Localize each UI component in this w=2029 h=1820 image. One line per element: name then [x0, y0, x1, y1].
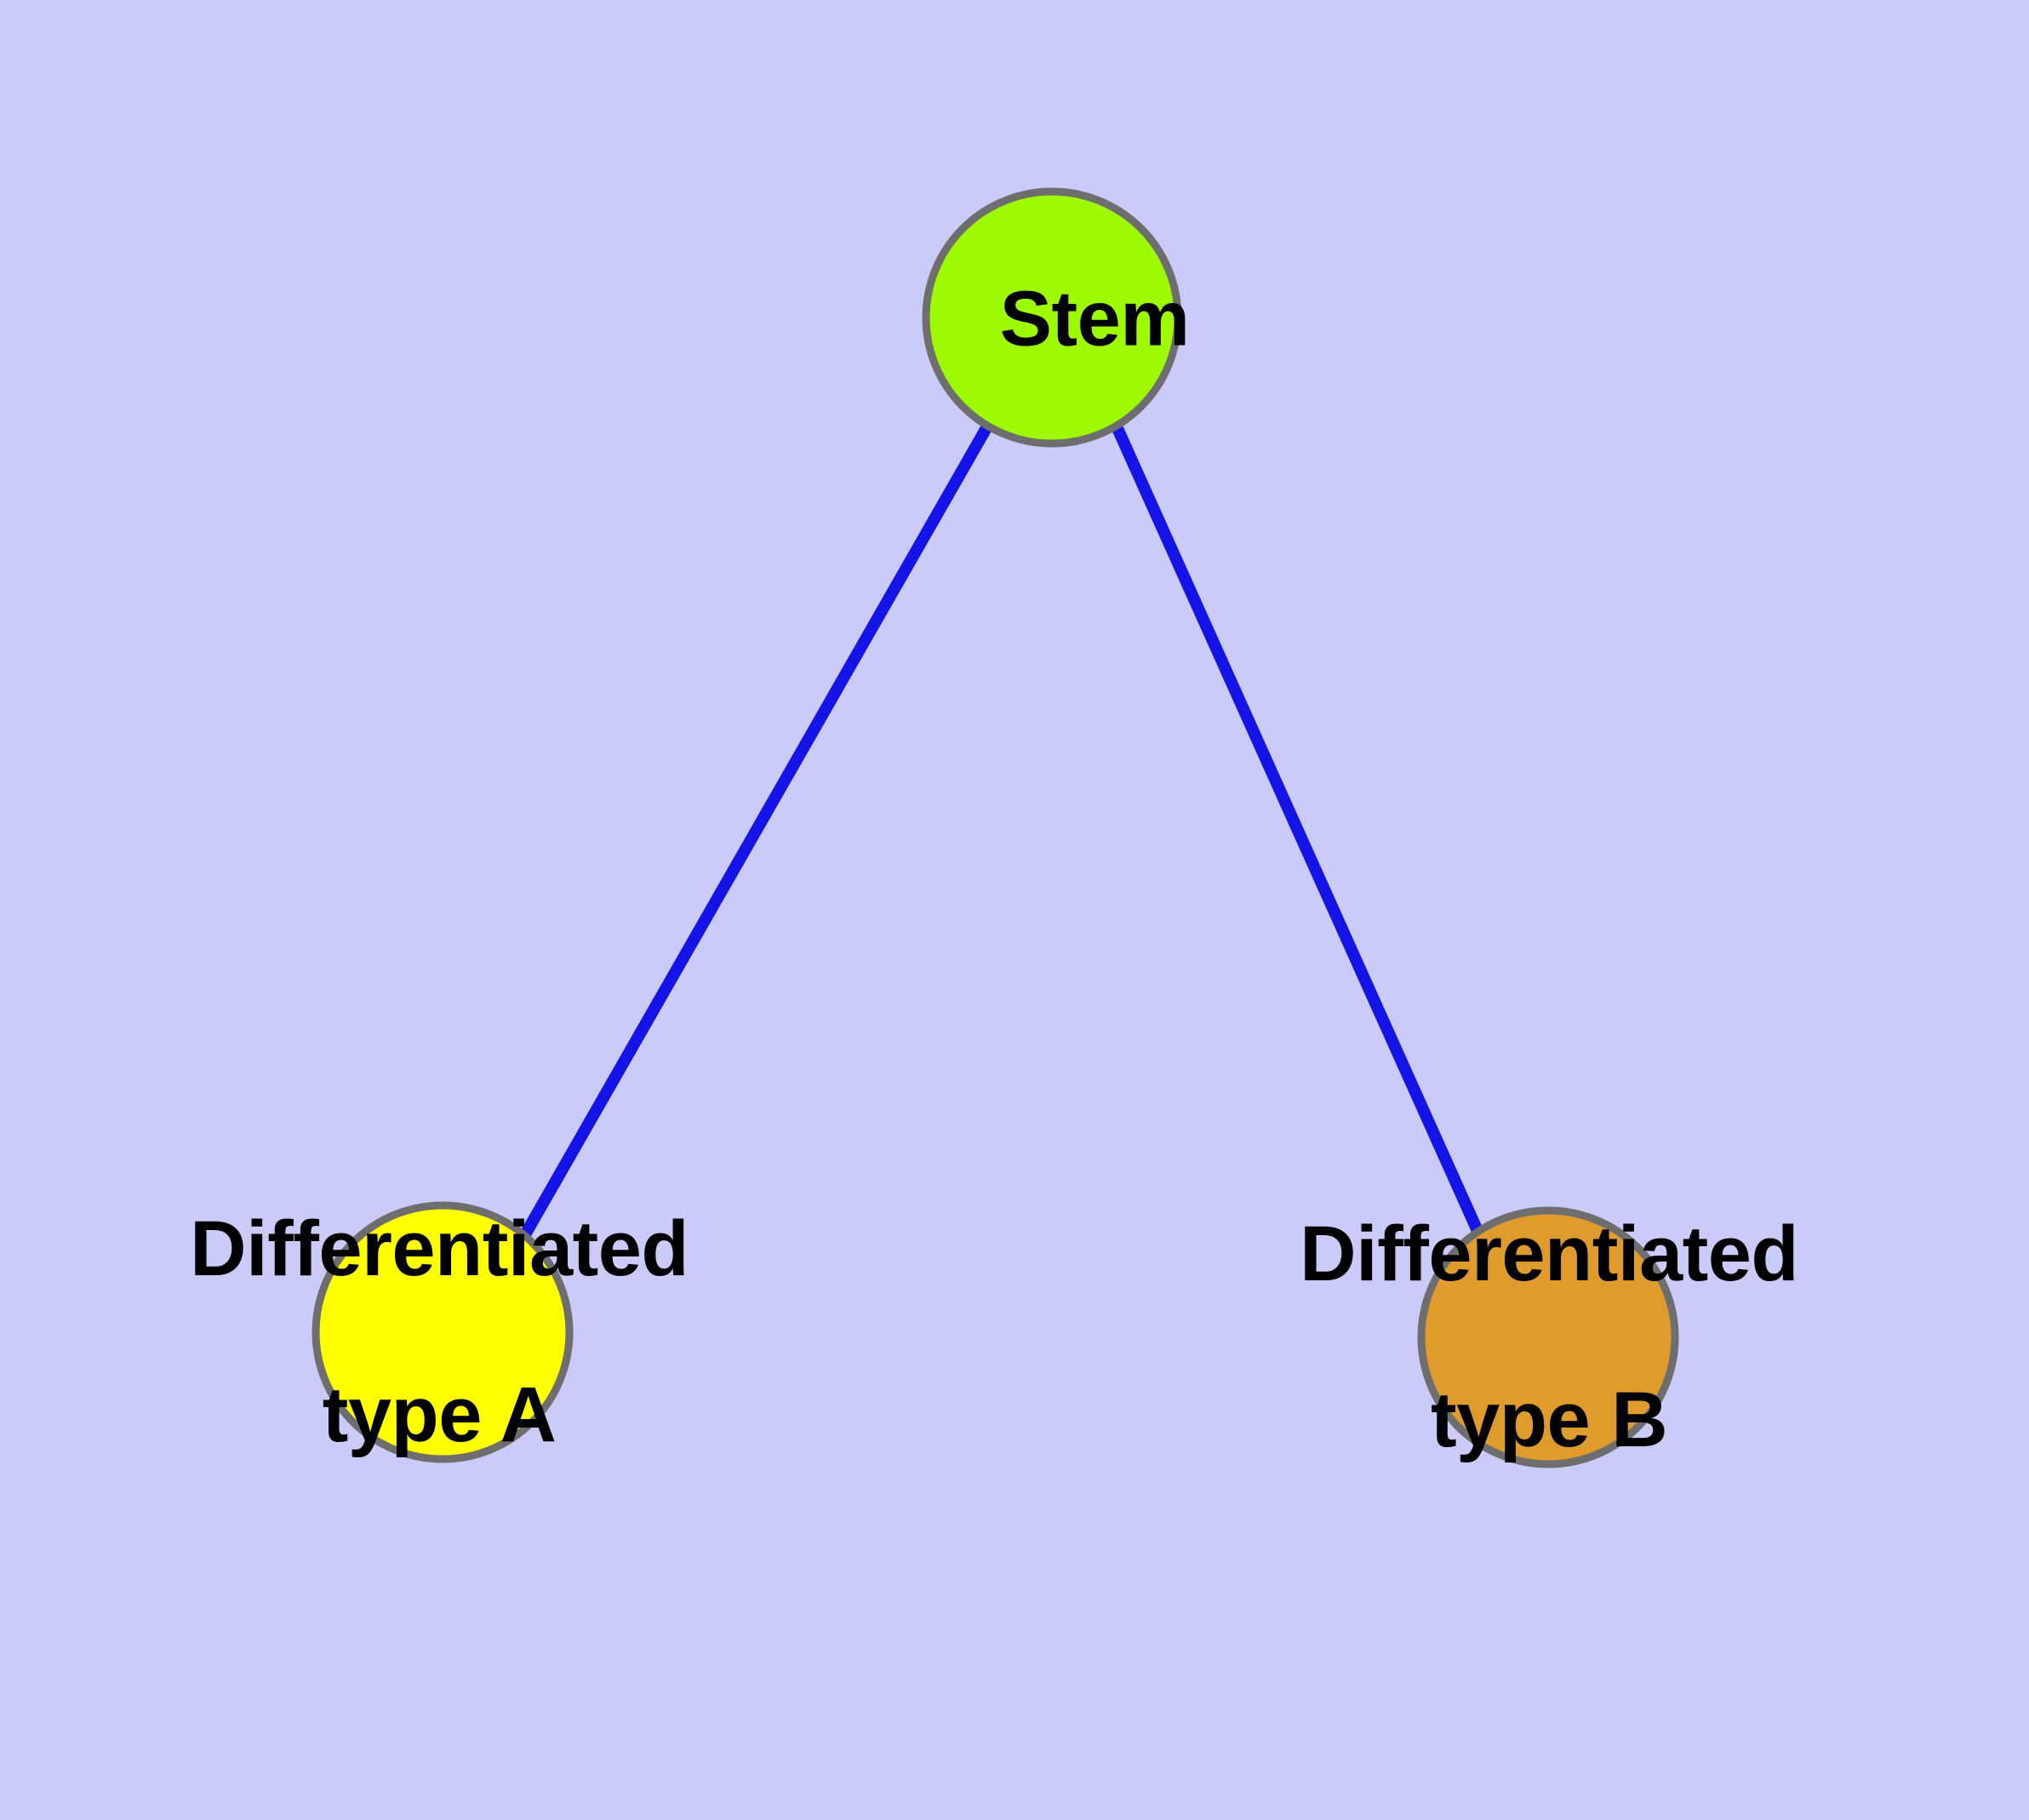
node-differentiated-type-b[interactable]: [1417, 1206, 1679, 1468]
node-stem[interactable]: [922, 187, 1182, 448]
node-differentiated-type-a[interactable]: [311, 1201, 574, 1463]
edge-stem-to-differentiated-type-a[interactable]: [518, 423, 993, 1239]
node-group: [311, 187, 1679, 1468]
edge-group: [518, 423, 1484, 1239]
edge-stem-to-differentiated-type-b[interactable]: [1111, 424, 1484, 1235]
